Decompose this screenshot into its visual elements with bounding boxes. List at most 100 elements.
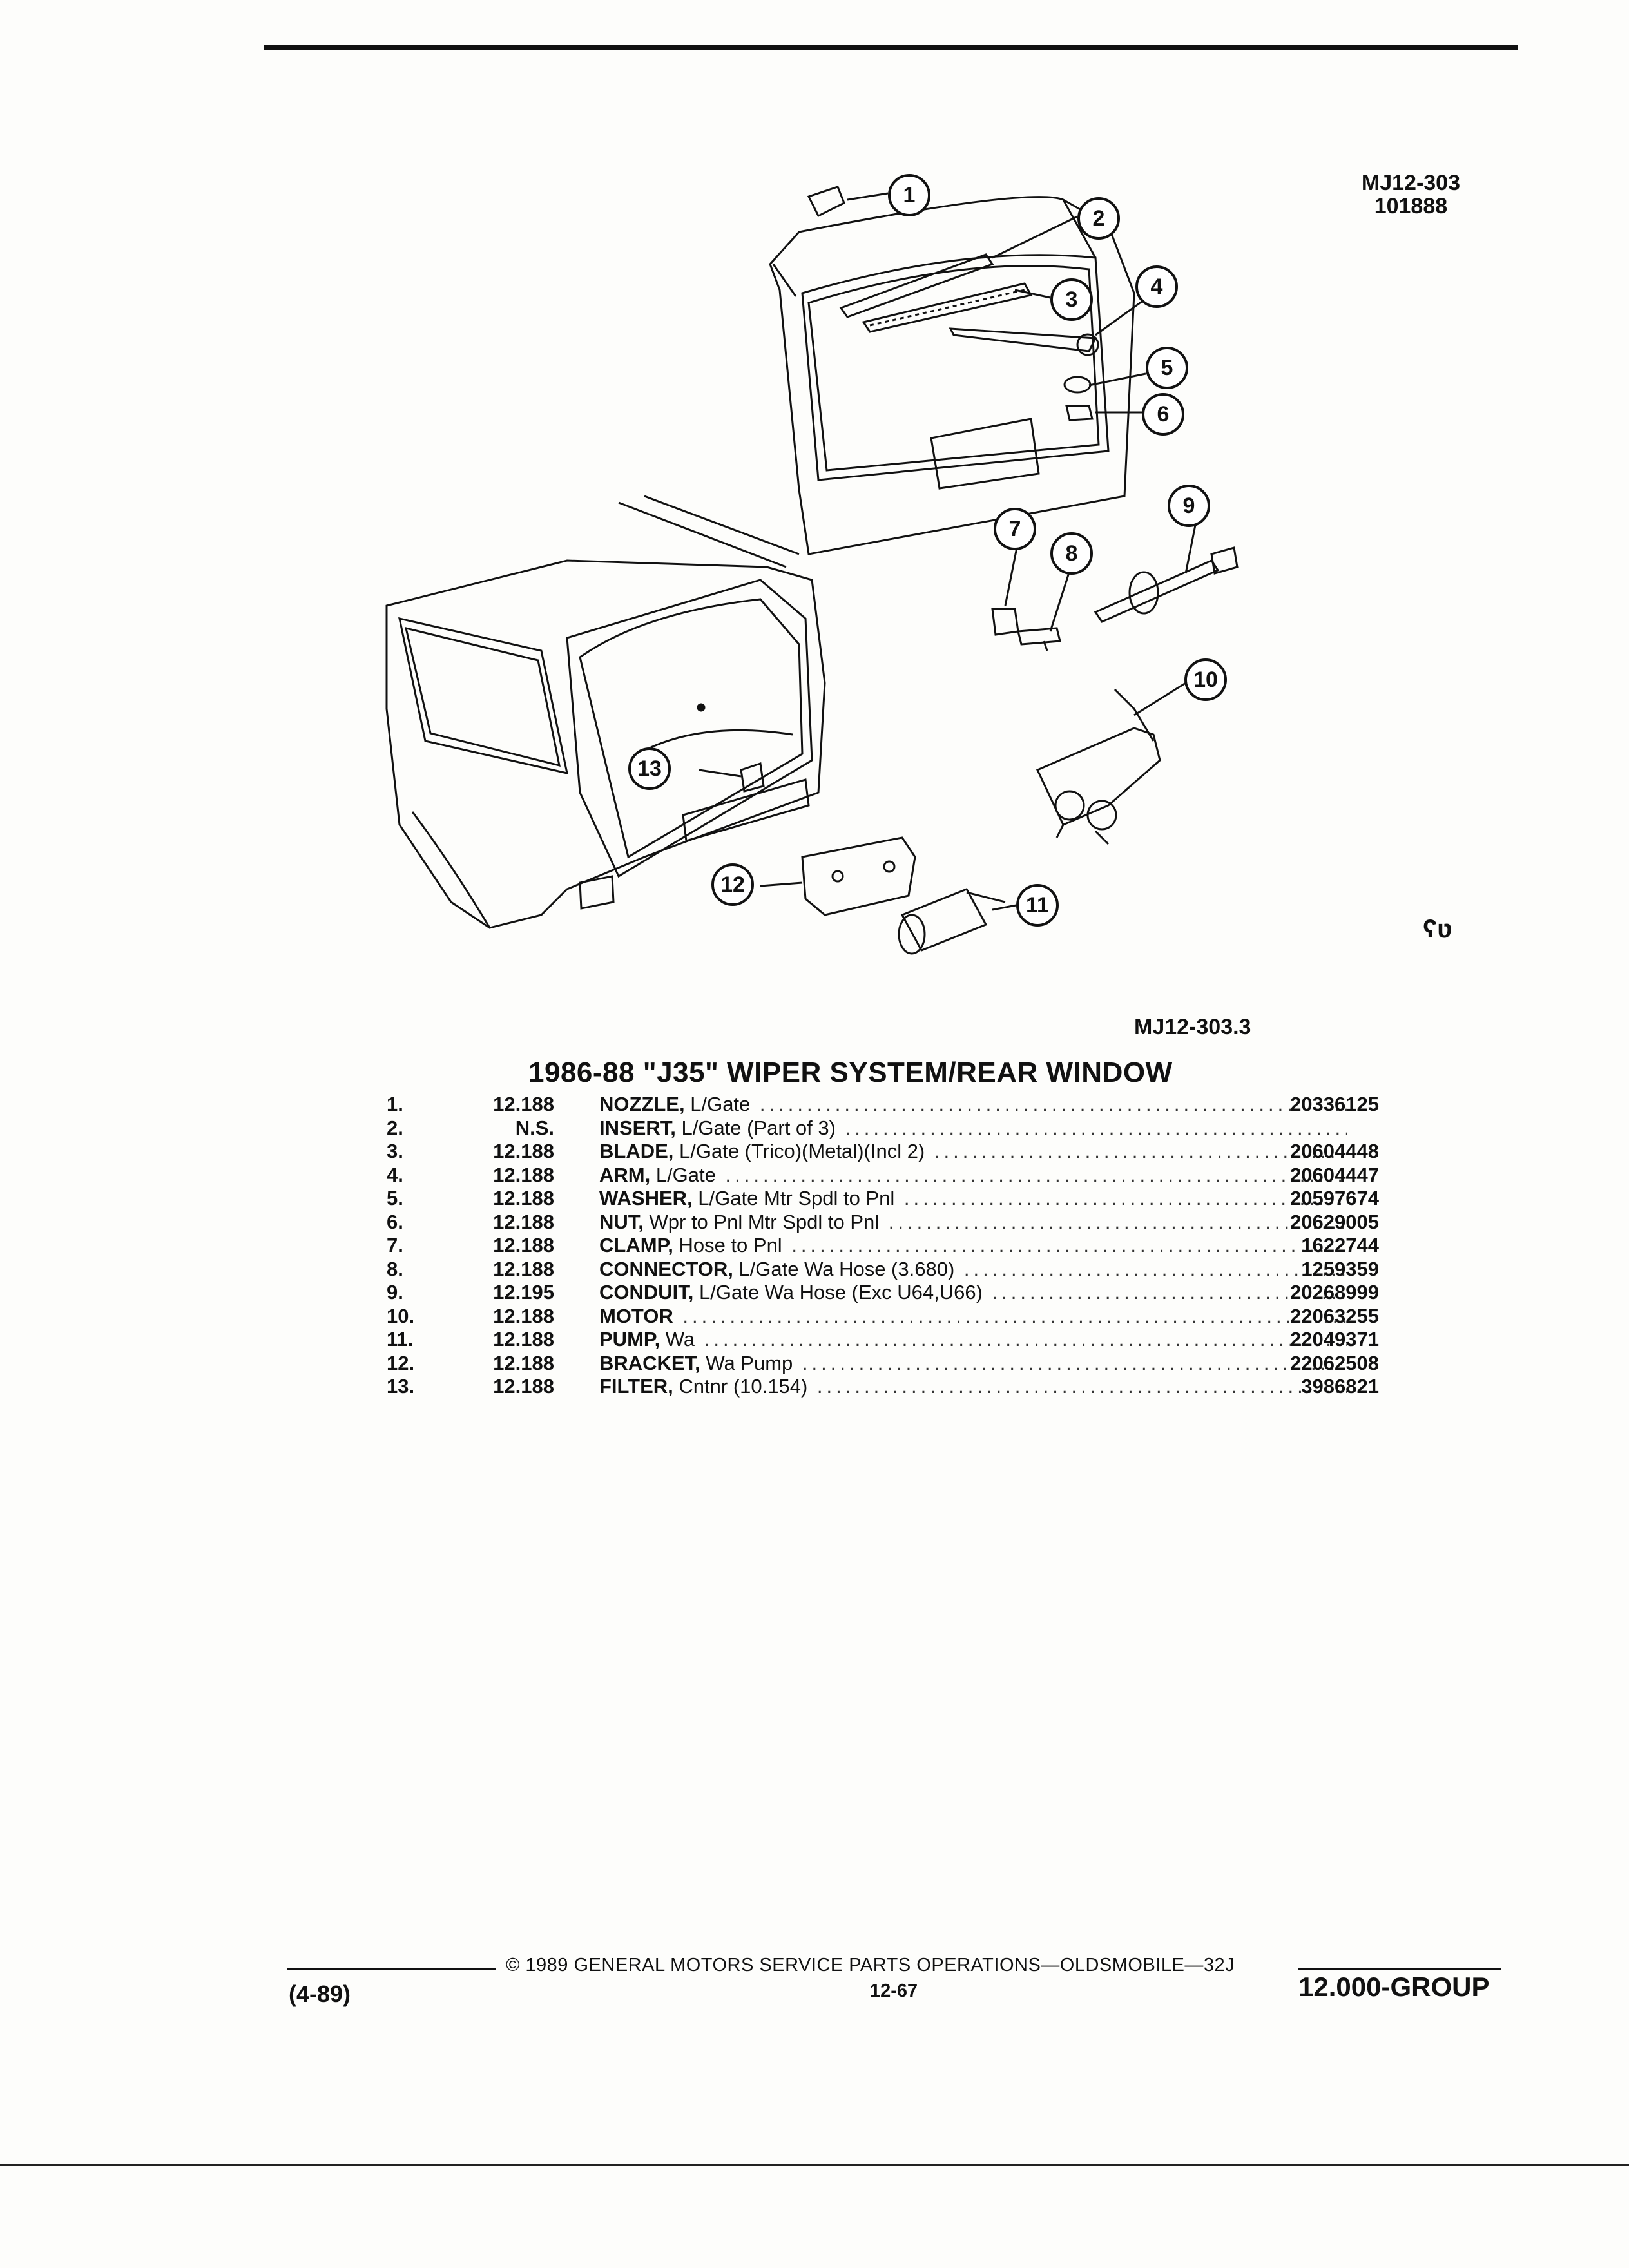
part-catalog-number: 20336125 <box>1290 1093 1379 1115</box>
part-name: CLAMP, <box>599 1234 673 1256</box>
part-detail: Cntnr (10.154) <box>673 1375 808 1398</box>
part-catalog-number: 20629005 <box>1290 1210 1379 1233</box>
leader-dots: ........................................… <box>963 1257 1347 1280</box>
part-description: MOTOR ..................................… <box>599 1305 1347 1328</box>
leader-dots: ........................................… <box>725 1163 1347 1186</box>
part-description: CONNECTOR, L/Gate Wa Hose (3.680) ......… <box>599 1258 1347 1281</box>
part-description: NUT, Wpr to Pnl Mtr Spdl to Pnl ........… <box>599 1211 1347 1234</box>
leader-dots: ........................................… <box>802 1351 1347 1374</box>
part-name: BRACKET, <box>599 1351 700 1374</box>
small-parts-drawing <box>699 186 1239 955</box>
part-catalog-number: 22062508 <box>1290 1351 1379 1374</box>
group-label: 12.000-GROUP <box>1298 1972 1490 2002</box>
reference-block: MJ12-303 101888 <box>1362 171 1460 218</box>
part-description: BLADE, L/Gate (Trico)(Metal)(Incl 2) ...… <box>599 1140 1347 1163</box>
part-name: CONNECTOR, <box>599 1257 733 1280</box>
callout-4: 4 <box>1135 265 1178 308</box>
parts-list: 1. 12.188 NOZZLE, L/Gate .................… <box>387 1093 1379 1399</box>
part-catalog-number: 22049371 <box>1290 1328 1379 1350</box>
footer-copyright: © 1989 GENERAL MOTORS SERVICE PARTS OPER… <box>506 1955 1235 1975</box>
part-row: 8. 12.188 CONNECTOR, L/Gate Wa Hose (3.680… <box>387 1258 1379 1282</box>
part-name: NOZZLE, <box>599 1093 685 1115</box>
part-number: 4. <box>387 1163 403 1186</box>
callout-1: 1 <box>888 174 930 216</box>
figure-label: MJ12-303.3 <box>1134 1015 1251 1039</box>
part-number: 1. <box>387 1093 403 1115</box>
ref-date: 101888 <box>1374 194 1448 218</box>
part-number: 9. <box>387 1281 403 1303</box>
part-row: 11. 12.188 PUMP, Wa ......................… <box>387 1328 1379 1352</box>
part-description: PUMP, Wa ...............................… <box>599 1328 1347 1351</box>
callout-10: 10 <box>1184 658 1227 701</box>
part-number: 8. <box>387 1257 403 1280</box>
ref-code: MJ12-303 <box>1361 171 1460 195</box>
part-name: CONDUIT, <box>599 1281 694 1303</box>
part-group: 12.188 <box>493 1163 554 1186</box>
part-catalog-number: 1622744 <box>1301 1234 1379 1256</box>
part-name: FILTER, <box>599 1375 673 1398</box>
part-detail: L/Gate <box>684 1093 751 1115</box>
callout-9: 9 <box>1168 485 1210 527</box>
part-catalog-number: 1259359 <box>1301 1257 1379 1280</box>
callout-2: 2 <box>1077 197 1120 240</box>
part-name: PUMP, <box>599 1328 660 1350</box>
part-description: NOZZLE, L/Gate .........................… <box>599 1093 1347 1116</box>
leader-dots: ........................................… <box>992 1281 1347 1303</box>
callout-6: 6 <box>1142 393 1184 436</box>
part-description: CLAMP, Hose to Pnl .....................… <box>599 1234 1347 1257</box>
part-group: 12.188 <box>493 1257 554 1280</box>
part-row: 6. 12.188 NUT, Wpr to Pnl Mtr Spdl to Pnl … <box>387 1211 1379 1235</box>
part-detail: Wa <box>660 1328 695 1350</box>
section-title: 1986-88 "J35" WIPER SYSTEM/REAR WINDOW <box>528 1057 1173 1088</box>
revision-date: (4-89) <box>289 1981 351 2007</box>
part-row: 10. 12.188 MOTOR .........................… <box>387 1305 1379 1329</box>
part-catalog-number: 3986821 <box>1301 1375 1379 1398</box>
part-catalog-number: 20268999 <box>1290 1281 1379 1303</box>
leader-dots: ........................................… <box>903 1187 1347 1209</box>
callout-3: 3 <box>1050 278 1093 321</box>
part-detail: Hose to Pnl <box>673 1234 782 1256</box>
callout-8: 8 <box>1050 532 1093 575</box>
part-row: 7. 12.188 CLAMP, Hose to Pnl .............… <box>387 1234 1379 1258</box>
part-number: 5. <box>387 1187 403 1209</box>
part-number: 6. <box>387 1210 403 1233</box>
part-number: 11. <box>387 1328 414 1350</box>
part-detail: L/Gate (Part of 3) <box>675 1116 836 1139</box>
page-number: 12-67 <box>870 1981 918 2001</box>
part-group: 12.188 <box>493 1234 554 1256</box>
part-number: 12. <box>387 1351 415 1374</box>
part-detail: L/Gate <box>650 1163 716 1186</box>
liftgate-drawing <box>769 196 1135 555</box>
leader-dots: ........................................… <box>759 1093 1347 1115</box>
leader-dots: ........................................… <box>704 1328 1347 1350</box>
footer-rule-left <box>287 1968 496 1970</box>
part-name: ARM, <box>599 1163 651 1186</box>
part-row: 4. 12.188 ARM, L/Gate ....................… <box>387 1164 1379 1187</box>
part-number: 7. <box>387 1234 403 1256</box>
part-number: 10. <box>387 1304 415 1327</box>
part-group: 12.188 <box>493 1375 554 1398</box>
part-catalog-number: 20604448 <box>1290 1140 1379 1162</box>
part-detail: Wpr to Pnl Mtr Spdl to Pnl <box>643 1210 880 1233</box>
part-number: 2. <box>387 1116 403 1139</box>
car-body-drawing <box>385 495 826 929</box>
part-description: INSERT, L/Gate (Part of 3) .............… <box>599 1117 1347 1140</box>
part-description: WASHER, L/Gate Mtr Spdl to Pnl .........… <box>599 1187 1347 1210</box>
part-catalog-number: 20597674 <box>1290 1187 1379 1209</box>
top-rule <box>264 45 1518 50</box>
part-group: 12.188 <box>493 1210 554 1233</box>
part-detail: L/Gate Mtr Spdl to Pnl <box>692 1187 895 1209</box>
part-group: 12.188 <box>493 1328 554 1350</box>
callout-7: 7 <box>994 508 1036 550</box>
part-number: 3. <box>387 1140 403 1162</box>
part-catalog-number: 20604447 <box>1290 1163 1379 1186</box>
leader-dots: ........................................… <box>791 1234 1347 1256</box>
part-group: 12.188 <box>493 1304 554 1327</box>
part-detail: Wa Pump <box>700 1351 793 1374</box>
part-group: 12.195 <box>493 1281 554 1303</box>
